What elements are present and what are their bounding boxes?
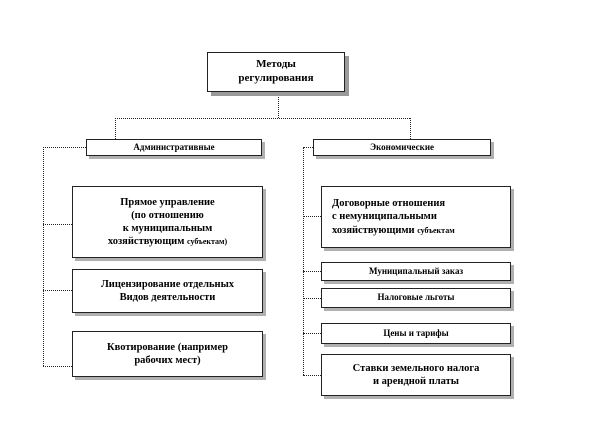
branch-connector	[115, 118, 410, 119]
right-item-municipal-order: Муниципальный заказ	[321, 262, 511, 281]
left-spine-top	[43, 147, 86, 148]
left-item-1-line-2: (по отношению	[131, 209, 204, 221]
left-item-1-line-4: хозяйствующим субъектам)	[108, 235, 227, 248]
root-box: Методы регулирования	[207, 52, 345, 92]
left-category-box: Административные	[86, 139, 262, 156]
right-item-1-small: субъектам	[417, 225, 455, 235]
right-category-label: Экономические	[369, 141, 435, 152]
left-branch-connector	[115, 118, 116, 139]
left-item-3-line-1: Квотирование (например	[107, 341, 228, 353]
left-item-licensing: Лицензирование отдельных Видов деятельно…	[72, 269, 263, 313]
right-item-3-label: Налоговые льготы	[377, 292, 455, 303]
right-branch-connector	[410, 118, 411, 139]
right-item-prices-tariffs: Цены и тарифы	[321, 323, 511, 344]
right-item-1-line-2: с немуниципальными	[332, 211, 437, 223]
right-item-1-line-3: хозяйствующими субъектам	[332, 224, 455, 237]
root-connector	[278, 90, 279, 118]
right-item-1-line-1: Договорные отношения	[332, 198, 446, 210]
left-connector-3	[43, 366, 72, 367]
right-spine-top	[303, 147, 313, 148]
left-item-1-line-3: к муниципальным	[122, 223, 213, 234]
right-item-5-line-1: Ставки земельного налога	[352, 362, 480, 374]
left-spine	[43, 147, 44, 366]
right-connector-2	[303, 271, 321, 272]
root-line-1: Методы	[256, 58, 296, 71]
right-spine	[303, 147, 304, 375]
right-item-1-last: хозяйствующими	[332, 224, 415, 236]
right-item-tax-benefits: Налоговые льготы	[321, 288, 511, 308]
left-item-1-last: хозяйствующим	[107, 236, 185, 248]
right-item-4-label: Цены и тарифы	[383, 327, 449, 338]
right-item-land-tax-rates: Ставки земельного налога и арендной плат…	[321, 354, 511, 396]
right-item-2-label: Муниципальный заказ	[368, 265, 464, 276]
left-item-1-small: субъектам)	[187, 237, 228, 247]
right-connector-1	[303, 216, 321, 217]
left-category-label: Административные	[133, 141, 215, 152]
left-connector-2	[43, 290, 72, 291]
left-item-3-line-2: рабочих мест)	[134, 355, 201, 366]
right-connector-4	[303, 333, 321, 334]
left-item-1-line-1: Прямое управление	[120, 196, 215, 208]
right-item-5-line-2: и арендной платы	[372, 376, 460, 387]
right-category-box: Экономические	[313, 139, 491, 156]
left-item-direct-management: Прямое управление (по отношению к муници…	[72, 186, 263, 258]
right-connector-3	[303, 298, 321, 299]
right-connector-5	[303, 375, 321, 376]
left-item-2-line-1: Лицензирование отдельных	[100, 278, 235, 290]
left-item-quotas: Квотирование (например рабочих мест)	[72, 331, 263, 377]
root-line-2: регулирования	[238, 72, 314, 84]
right-item-contracts: Договорные отношения с немуниципальными …	[321, 186, 511, 248]
left-item-2-line-2: Видов деятельности	[119, 292, 216, 303]
left-connector-1	[43, 224, 72, 225]
